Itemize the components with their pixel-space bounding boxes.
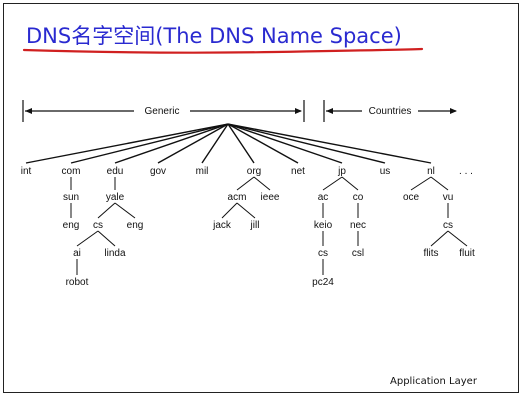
edge-root-gov — [157, 123, 229, 164]
domain-node-ai: ai — [73, 248, 81, 259]
domain-node-flits: flits — [424, 248, 439, 259]
domain-node-gov: gov — [150, 166, 166, 177]
domain-node-mil: mil — [196, 166, 209, 177]
domain-node-co: co — [353, 192, 364, 203]
edge-org-acm — [236, 176, 255, 191]
edge-cs1-ai — [76, 230, 99, 247]
domain-node-eng2: eng — [127, 220, 144, 231]
domain-node-fluit: fluit — [459, 248, 475, 259]
edge-jp-ac — [322, 176, 343, 191]
edge-root-nl — [227, 123, 432, 164]
domain-node-pc24: pc24 — [312, 277, 334, 288]
edge-root-com — [70, 123, 229, 164]
tree-nodes: int com edu gov mil org net jp us nl . . . sun eng ya… — [21, 166, 475, 288]
title-underline — [22, 47, 424, 54]
edge-yale-eng2 — [114, 202, 136, 219]
countries-arrow-left-head — [326, 108, 333, 114]
domain-node-oce: oce — [403, 192, 420, 203]
generic-arrow-right-head — [295, 108, 302, 114]
domain-node-us: us — [380, 166, 391, 177]
domain-node-int: int — [21, 166, 32, 177]
domain-node-acm: acm — [228, 192, 247, 203]
edge-root-jp — [227, 123, 343, 164]
domain-node-jack: jack — [212, 220, 232, 231]
countries-group-bracket: Countries — [323, 100, 457, 122]
domain-node-nec: nec — [350, 220, 366, 231]
edge-cs3-fluit — [447, 230, 468, 247]
domain-node-linda: linda — [104, 248, 126, 259]
domain-node-keio: keio — [314, 220, 333, 231]
edge-nl-vu — [430, 176, 449, 191]
edge-cs1-linda — [97, 230, 116, 247]
edge-jp-co — [341, 176, 359, 191]
domain-node-csl: csl — [352, 248, 364, 259]
generic-label: Generic — [144, 106, 179, 117]
edge-root-int — [25, 123, 229, 164]
domain-node-ieee: ieee — [261, 192, 280, 203]
countries-label: Countries — [369, 106, 412, 117]
slide-title: DNS名字空间(The DNS Name Space) — [26, 24, 402, 48]
edge-root-net — [227, 123, 299, 164]
domain-node-net: net — [291, 166, 305, 177]
dns-tree-diagram: Generic Countries int com edu gov mil org net j… — [21, 100, 475, 288]
edge-root-us — [227, 123, 386, 164]
edge-cs3-flits — [430, 230, 449, 247]
domain-node-robot: robot — [66, 277, 89, 288]
countries-arrow-right-head — [450, 108, 457, 114]
domain-node-vu: vu — [443, 192, 454, 203]
domain-node-cs2: cs — [318, 248, 328, 259]
edge-acm-jack — [221, 202, 238, 219]
edge-org-ieee — [253, 176, 271, 191]
edge-root-edu — [114, 123, 229, 164]
domain-node-cs3: cs — [443, 220, 453, 231]
domain-node-org: org — [247, 166, 261, 177]
edge-root-mil — [201, 123, 229, 164]
domain-node-ac: ac — [318, 192, 329, 203]
domain-node-yale: yale — [106, 192, 125, 203]
domain-node-jp: jp — [337, 166, 346, 177]
edge-acm-jill — [236, 202, 256, 219]
domain-node-cs1: cs — [93, 220, 103, 231]
slide-frame: DNS名字空间(The DNS Name Space) Generic Coun… — [3, 3, 519, 393]
domain-node-jill: jill — [250, 220, 260, 231]
domain-node-com: com — [62, 166, 81, 177]
edge-yale-cs1 — [97, 202, 116, 219]
domain-node-sun: sun — [63, 192, 79, 203]
domain-node-more: . . . — [459, 166, 473, 177]
edge-root-org — [227, 123, 255, 164]
domain-node-nl: nl — [427, 166, 435, 177]
tree-edges — [25, 123, 468, 275]
domain-node-edu: edu — [107, 166, 124, 177]
generic-arrow-left-head — [25, 108, 32, 114]
title-underline-stroke — [22, 47, 424, 54]
edge-nl-oce — [410, 176, 432, 191]
slide-footer: Application Layer — [390, 376, 477, 387]
domain-node-eng1: eng — [63, 220, 80, 231]
generic-group-bracket: Generic — [22, 100, 305, 122]
